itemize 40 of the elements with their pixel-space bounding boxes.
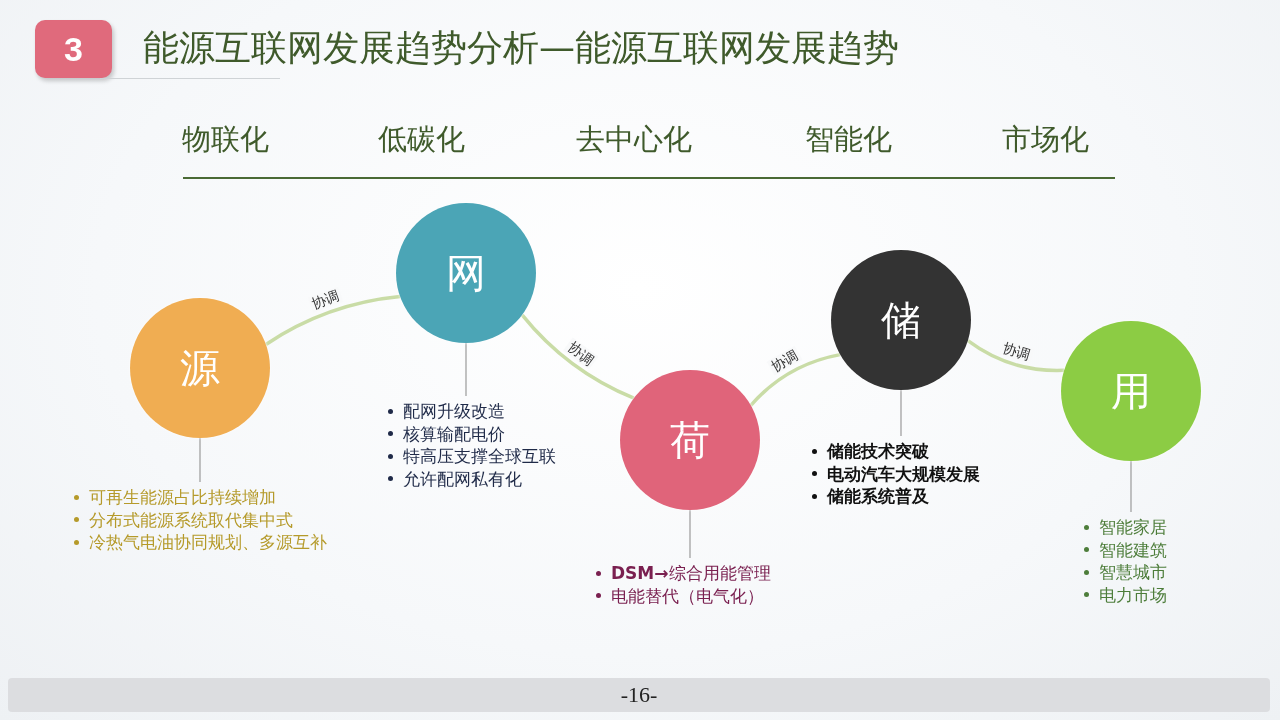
bullet-text: 可再生能源占比持续增加	[89, 486, 276, 509]
trend-heading: 去中心化	[576, 121, 692, 158]
leader-line	[465, 342, 467, 397]
bullet-text: 智慧城市	[1099, 561, 1167, 584]
edge-label: 协调	[562, 337, 598, 370]
leader-line	[689, 509, 691, 559]
section-number-badge: 3	[35, 20, 112, 78]
circle-label: 源	[180, 343, 220, 393]
circle-label: 用	[1111, 366, 1151, 416]
page-number: -16-	[620, 682, 658, 708]
trend-heading: 市场化	[1002, 121, 1089, 158]
bullet-text: 储能技术突破	[827, 440, 929, 463]
bullet-text: 核算输配电价	[403, 422, 505, 445]
leader-line	[199, 437, 201, 483]
bullet-text: 配网升级改造	[403, 400, 505, 423]
circle-label: 储	[881, 295, 921, 345]
leader-line	[900, 389, 902, 437]
slide-title: 能源互联网发展趋势分析—能源互联网发展趋势	[143, 26, 899, 70]
bullet-text: 智能建筑	[1099, 538, 1167, 561]
connector-line	[966, 339, 1065, 373]
connector-line	[264, 294, 401, 346]
trend-heading: 物联化	[182, 121, 269, 158]
trend-heading: 智能化	[805, 121, 892, 158]
bullet-text: 特高压支撑全球互联	[403, 445, 556, 468]
bullet-text: 冷热气电油协同规划、多源互补	[89, 531, 327, 554]
bullet-text: 电力市场	[1099, 583, 1167, 606]
bullet-text: 允许配网私有化	[403, 467, 522, 490]
bullet-text: 储能系统普及	[827, 485, 929, 508]
circle-label: 荷	[670, 415, 710, 465]
leader-line	[1130, 460, 1132, 513]
bullet-text: 电能替代（电气化）	[611, 584, 764, 607]
bullet-text: 电动汽车大规模发展	[827, 462, 980, 485]
edge-label: 协调	[766, 346, 803, 376]
trend-heading: 低碳化	[378, 121, 465, 158]
connector-line	[520, 313, 635, 400]
bullet-text: 智能家居	[1099, 516, 1167, 539]
bullet-text: 分布式能源系统取代集中式	[89, 508, 293, 531]
circle-label: 网	[446, 248, 486, 298]
connector-line	[749, 352, 841, 407]
bullet-text: DSM→综合用能管理	[611, 562, 771, 585]
